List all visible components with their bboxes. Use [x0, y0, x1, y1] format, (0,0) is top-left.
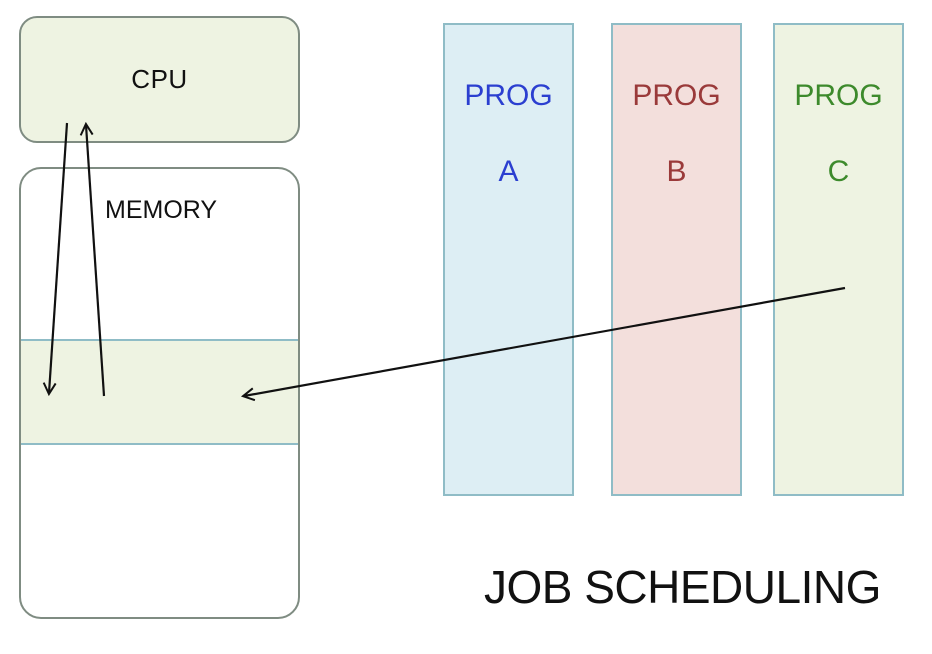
program-a-label-line2: A	[498, 155, 519, 188]
memory-loaded-region	[21, 339, 298, 445]
program-a-box: PROG A	[443, 23, 574, 496]
program-b-box: PROG B	[611, 23, 742, 496]
program-c-label-line2: C	[827, 155, 850, 188]
program-a-label-line1: PROG	[464, 79, 553, 112]
program-b-label-line2: B	[666, 155, 687, 188]
cpu-box: CPU	[19, 16, 300, 143]
cpu-label: CPU	[131, 64, 188, 94]
program-c-label: PROG C	[794, 39, 882, 494]
program-c-box: PROG C	[773, 23, 904, 496]
diagram-title: JOB SCHEDULING	[484, 561, 881, 613]
memory-label: MEMORY	[105, 196, 218, 224]
program-a-label: PROG A	[464, 39, 552, 494]
program-b-label: PROG B	[632, 39, 720, 494]
memory-box: MEMORY	[19, 167, 300, 619]
program-c-label-line1: PROG	[794, 79, 883, 112]
program-b-label-line1: PROG	[632, 79, 721, 112]
